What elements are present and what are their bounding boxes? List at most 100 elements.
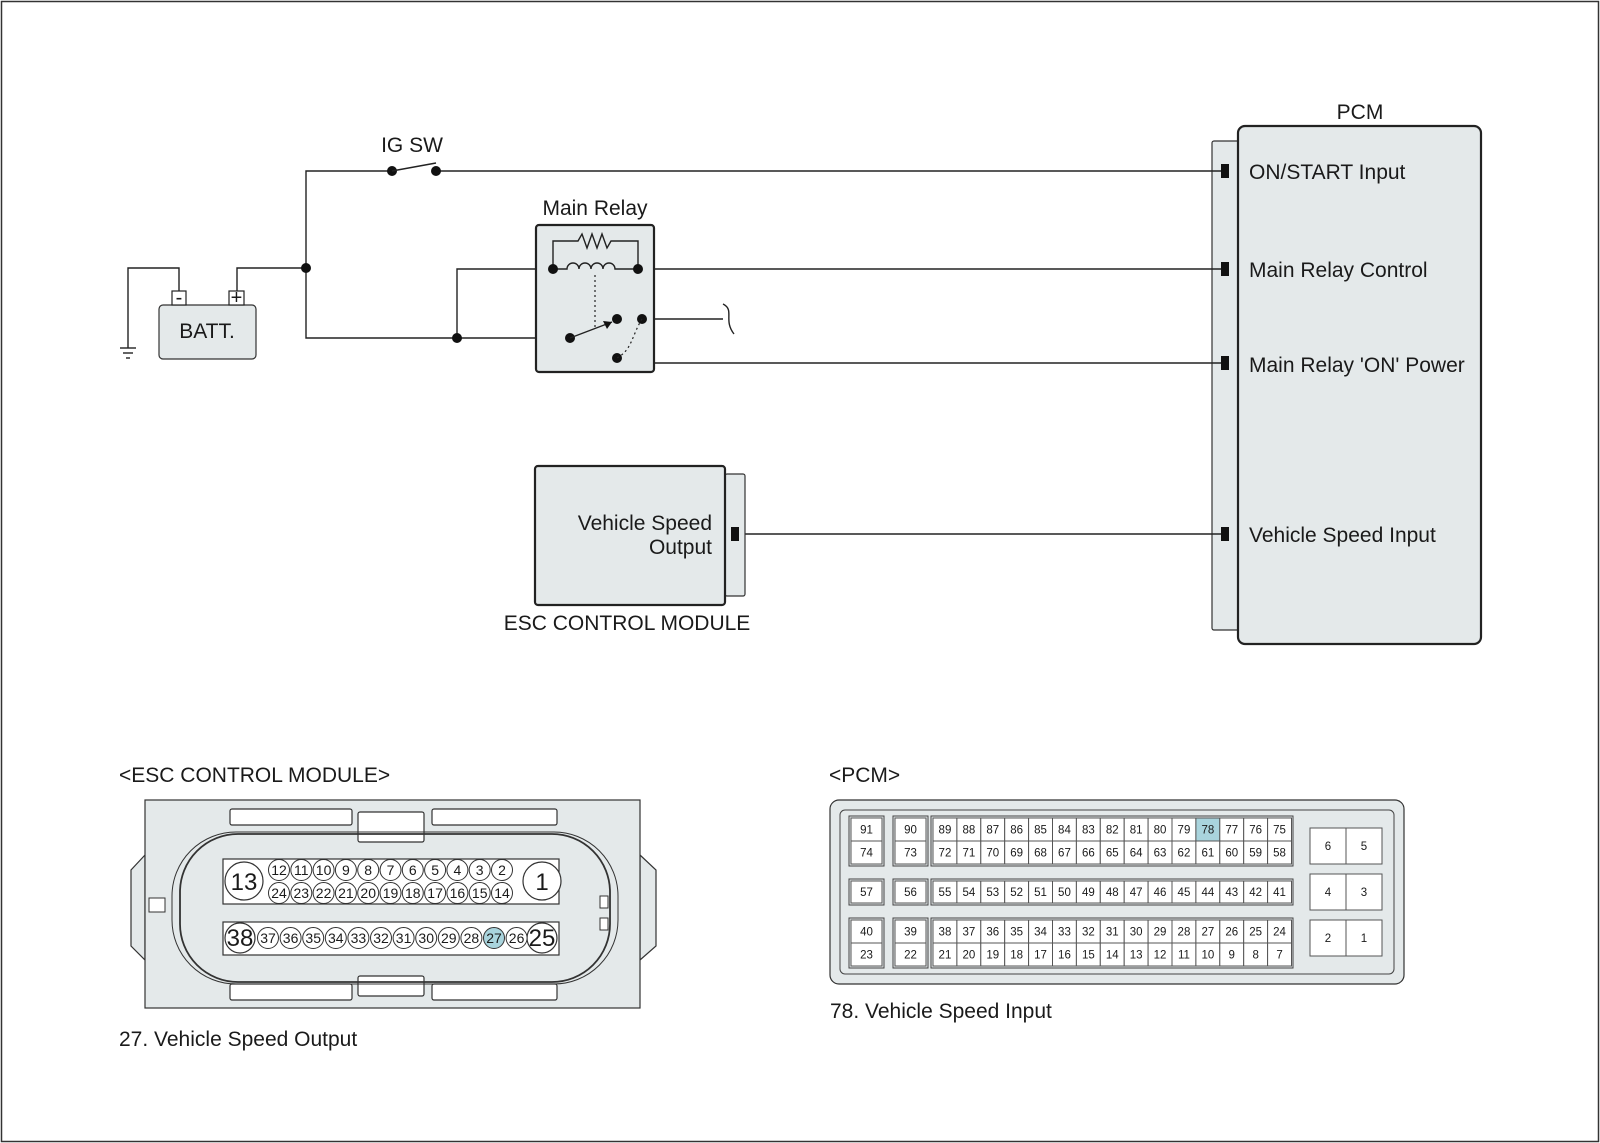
relay-coil-terminal [548, 264, 558, 274]
esc-pin-15-label: 15 [472, 885, 488, 901]
pcm-input-on-start: ON/START Input [1249, 161, 1406, 184]
esc-terminal-vehicle-speed [731, 527, 739, 541]
pcm-pin-4-label: 4 [1325, 887, 1332, 899]
pcm-pin-12-label: 12 [1154, 950, 1167, 962]
pcm-pin-83-label: 83 [1082, 825, 1095, 837]
esc-key-top [357, 811, 425, 843]
esc-module: Vehicle Speed Output ESC CONTROL MODULE [504, 464, 751, 635]
esc-pin-29-label: 29 [441, 930, 457, 946]
pcm-pin-26-label: 26 [1225, 927, 1238, 939]
esc-pin-17-label: 17 [427, 885, 443, 901]
esc-pin-33-label: 33 [351, 930, 367, 946]
esc-pin-3-label: 3 [476, 862, 484, 878]
esc-pin-10-label: 10 [316, 862, 332, 878]
pcm-pin-64-label: 64 [1130, 848, 1143, 860]
pcm-pin-4 [1309, 873, 1347, 911]
pcm-pin-55-label: 55 [939, 887, 952, 899]
pcm-pin-18-label: 18 [1010, 950, 1023, 962]
pcm-terminal-relay-power [1221, 356, 1229, 370]
pcm-pin-42-label: 42 [1249, 887, 1262, 899]
pcm-pin-31-label: 31 [1106, 927, 1119, 939]
main-relay-body [534, 223, 656, 374]
pcm-pin-75-label: 75 [1273, 825, 1286, 837]
esc-key-bottom [357, 975, 425, 997]
esc-inner-seal [179, 833, 611, 983]
ig-switch-label: IG SW [381, 134, 443, 157]
pcm-pin-1 [1345, 919, 1383, 957]
esc-pin-34 [324, 927, 347, 949]
battery-neg-label: - [176, 287, 183, 309]
pcm-pin-24-label: 24 [1273, 927, 1286, 939]
pcm-pin-22-label: 22 [904, 950, 917, 962]
pcm-pin-3-label: 3 [1361, 887, 1367, 899]
pcm-pin-57-label: 57 [860, 887, 873, 899]
esc-connector-title: <ESC CONTROL MODULE> [119, 764, 390, 787]
esc-pin-9-label: 9 [342, 862, 350, 878]
pcm-pin-72-label: 72 [939, 848, 952, 860]
pcm-pin-5-label: 5 [1361, 841, 1367, 853]
esc-pin-1-label: 1 [535, 869, 548, 896]
pcm-pin-78-label: 78 [1201, 825, 1214, 837]
main-relay-label: Main Relay [542, 197, 648, 220]
pcm-pin-49-label: 49 [1082, 887, 1095, 899]
battery-pos-terminal [228, 290, 245, 306]
pcm-pin-61-label: 61 [1201, 848, 1214, 860]
relay-coil [553, 262, 638, 270]
pcm-pin-36-label: 36 [986, 927, 999, 939]
pcm-pin-41 [1267, 880, 1292, 904]
esc-module-label: ESC CONTROL MODULE [504, 612, 751, 635]
ig-switch-blade [391, 162, 437, 172]
esc-pin-5-label: 5 [431, 862, 439, 878]
esc-pin-16-label: 16 [450, 885, 466, 901]
esc-pin-31 [392, 927, 415, 949]
wire-batt-to-ig-sw [305, 170, 392, 268]
pcm-input-main-relay-control: Main Relay Control [1249, 259, 1428, 282]
pcm-pin-41-label: 41 [1273, 887, 1286, 899]
pcm-pin-68-label: 68 [1034, 848, 1047, 860]
pcm-pin-2 [1309, 919, 1347, 957]
pcm-connector-caption: 78. Vehicle Speed Input [830, 1000, 1052, 1023]
pcm-pin-67-label: 67 [1058, 848, 1071, 860]
esc-pin-36-label: 36 [283, 930, 299, 946]
battery: - + BATT. [158, 287, 257, 360]
pcm-body [1236, 124, 1483, 646]
ig-switch-contact [431, 166, 441, 176]
esc-pin-18 [401, 882, 424, 904]
pcm-pin-58 [1267, 840, 1292, 865]
esc-pin-10 [312, 859, 335, 881]
esc-pin-23 [290, 882, 313, 904]
pcm-pin-52-label: 52 [1010, 887, 1023, 899]
pcm-pin-block [848, 878, 885, 906]
pcm-pin-32-label: 32 [1082, 927, 1095, 939]
esc-pin-28-label: 28 [464, 930, 480, 946]
esc-pin-16 [446, 882, 469, 904]
esc-pin-30 [415, 927, 438, 949]
pcm-pin-47-label: 47 [1130, 887, 1143, 899]
esc-pin-19 [379, 882, 402, 904]
esc-pin-37 [257, 927, 279, 949]
pcm-pin-87-label: 87 [986, 825, 999, 837]
esc-pin-21-label: 21 [338, 885, 354, 901]
pcm-pin-40-label: 40 [860, 927, 873, 939]
pcm-pin-27-label: 27 [1201, 927, 1214, 939]
esc-connector-caption: 27. Vehicle Speed Output [119, 1028, 357, 1051]
esc-pin-26 [505, 927, 528, 949]
pcm-pin-58-label: 58 [1273, 848, 1286, 860]
esc-pin-15 [468, 882, 491, 904]
pcm-pin-25-label: 25 [1249, 927, 1262, 939]
esc-pin-11-label: 11 [294, 862, 309, 878]
esc-pin-24-label: 24 [271, 885, 287, 901]
pcm-pin-60-label: 60 [1225, 848, 1238, 860]
relay-switch-arrow [603, 321, 612, 329]
esc-pin-7 [379, 859, 402, 881]
pcm-pin-30-label: 30 [1130, 927, 1143, 939]
pcm-pin-56-label: 56 [904, 887, 917, 899]
wire-break-mark [722, 303, 735, 335]
main-relay: Main Relay [534, 197, 656, 374]
relay-resistor [552, 231, 639, 269]
esc-pin-38 [224, 922, 256, 954]
pcm-pin-13-label: 13 [1130, 950, 1143, 962]
